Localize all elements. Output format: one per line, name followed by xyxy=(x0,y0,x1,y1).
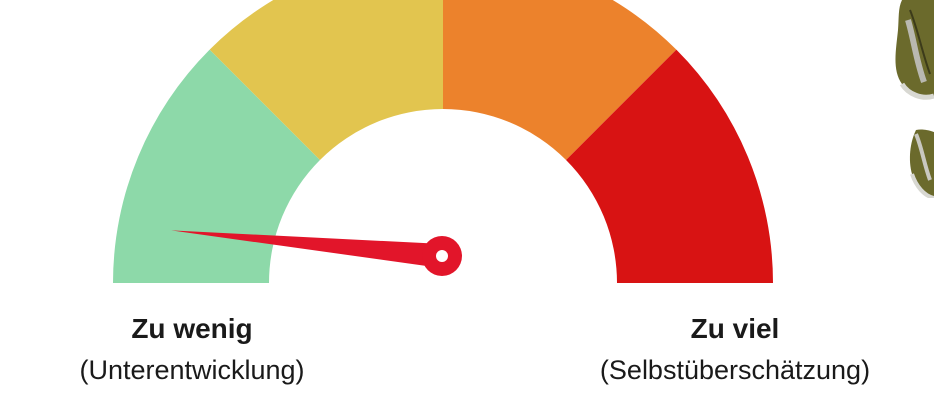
boot-sole-icon xyxy=(895,0,934,100)
max-label-title: Zu viel xyxy=(690,313,780,344)
min-label-title: Zu wenig xyxy=(131,313,253,344)
gauge-segments xyxy=(113,0,774,284)
gauge-segment-1 xyxy=(113,49,320,284)
min-label-subtitle: (Unterentwicklung) xyxy=(79,355,305,385)
gauge-segment-3 xyxy=(443,0,677,160)
gauge-needle xyxy=(171,230,462,276)
max-label-subtitle: (Selbstüberschätzung) xyxy=(599,355,871,385)
min-label: Zu wenig (Unterentwicklung) xyxy=(22,312,362,388)
gauge-segment-4 xyxy=(566,49,774,284)
needle-pointer xyxy=(171,230,444,268)
needle-hub-center xyxy=(436,250,448,262)
max-label: Zu viel (Selbstüberschätzung) xyxy=(540,312,930,388)
gauge-meter xyxy=(113,0,774,284)
gauge-segment-2 xyxy=(209,0,443,160)
boot-sole-icon xyxy=(909,129,934,198)
